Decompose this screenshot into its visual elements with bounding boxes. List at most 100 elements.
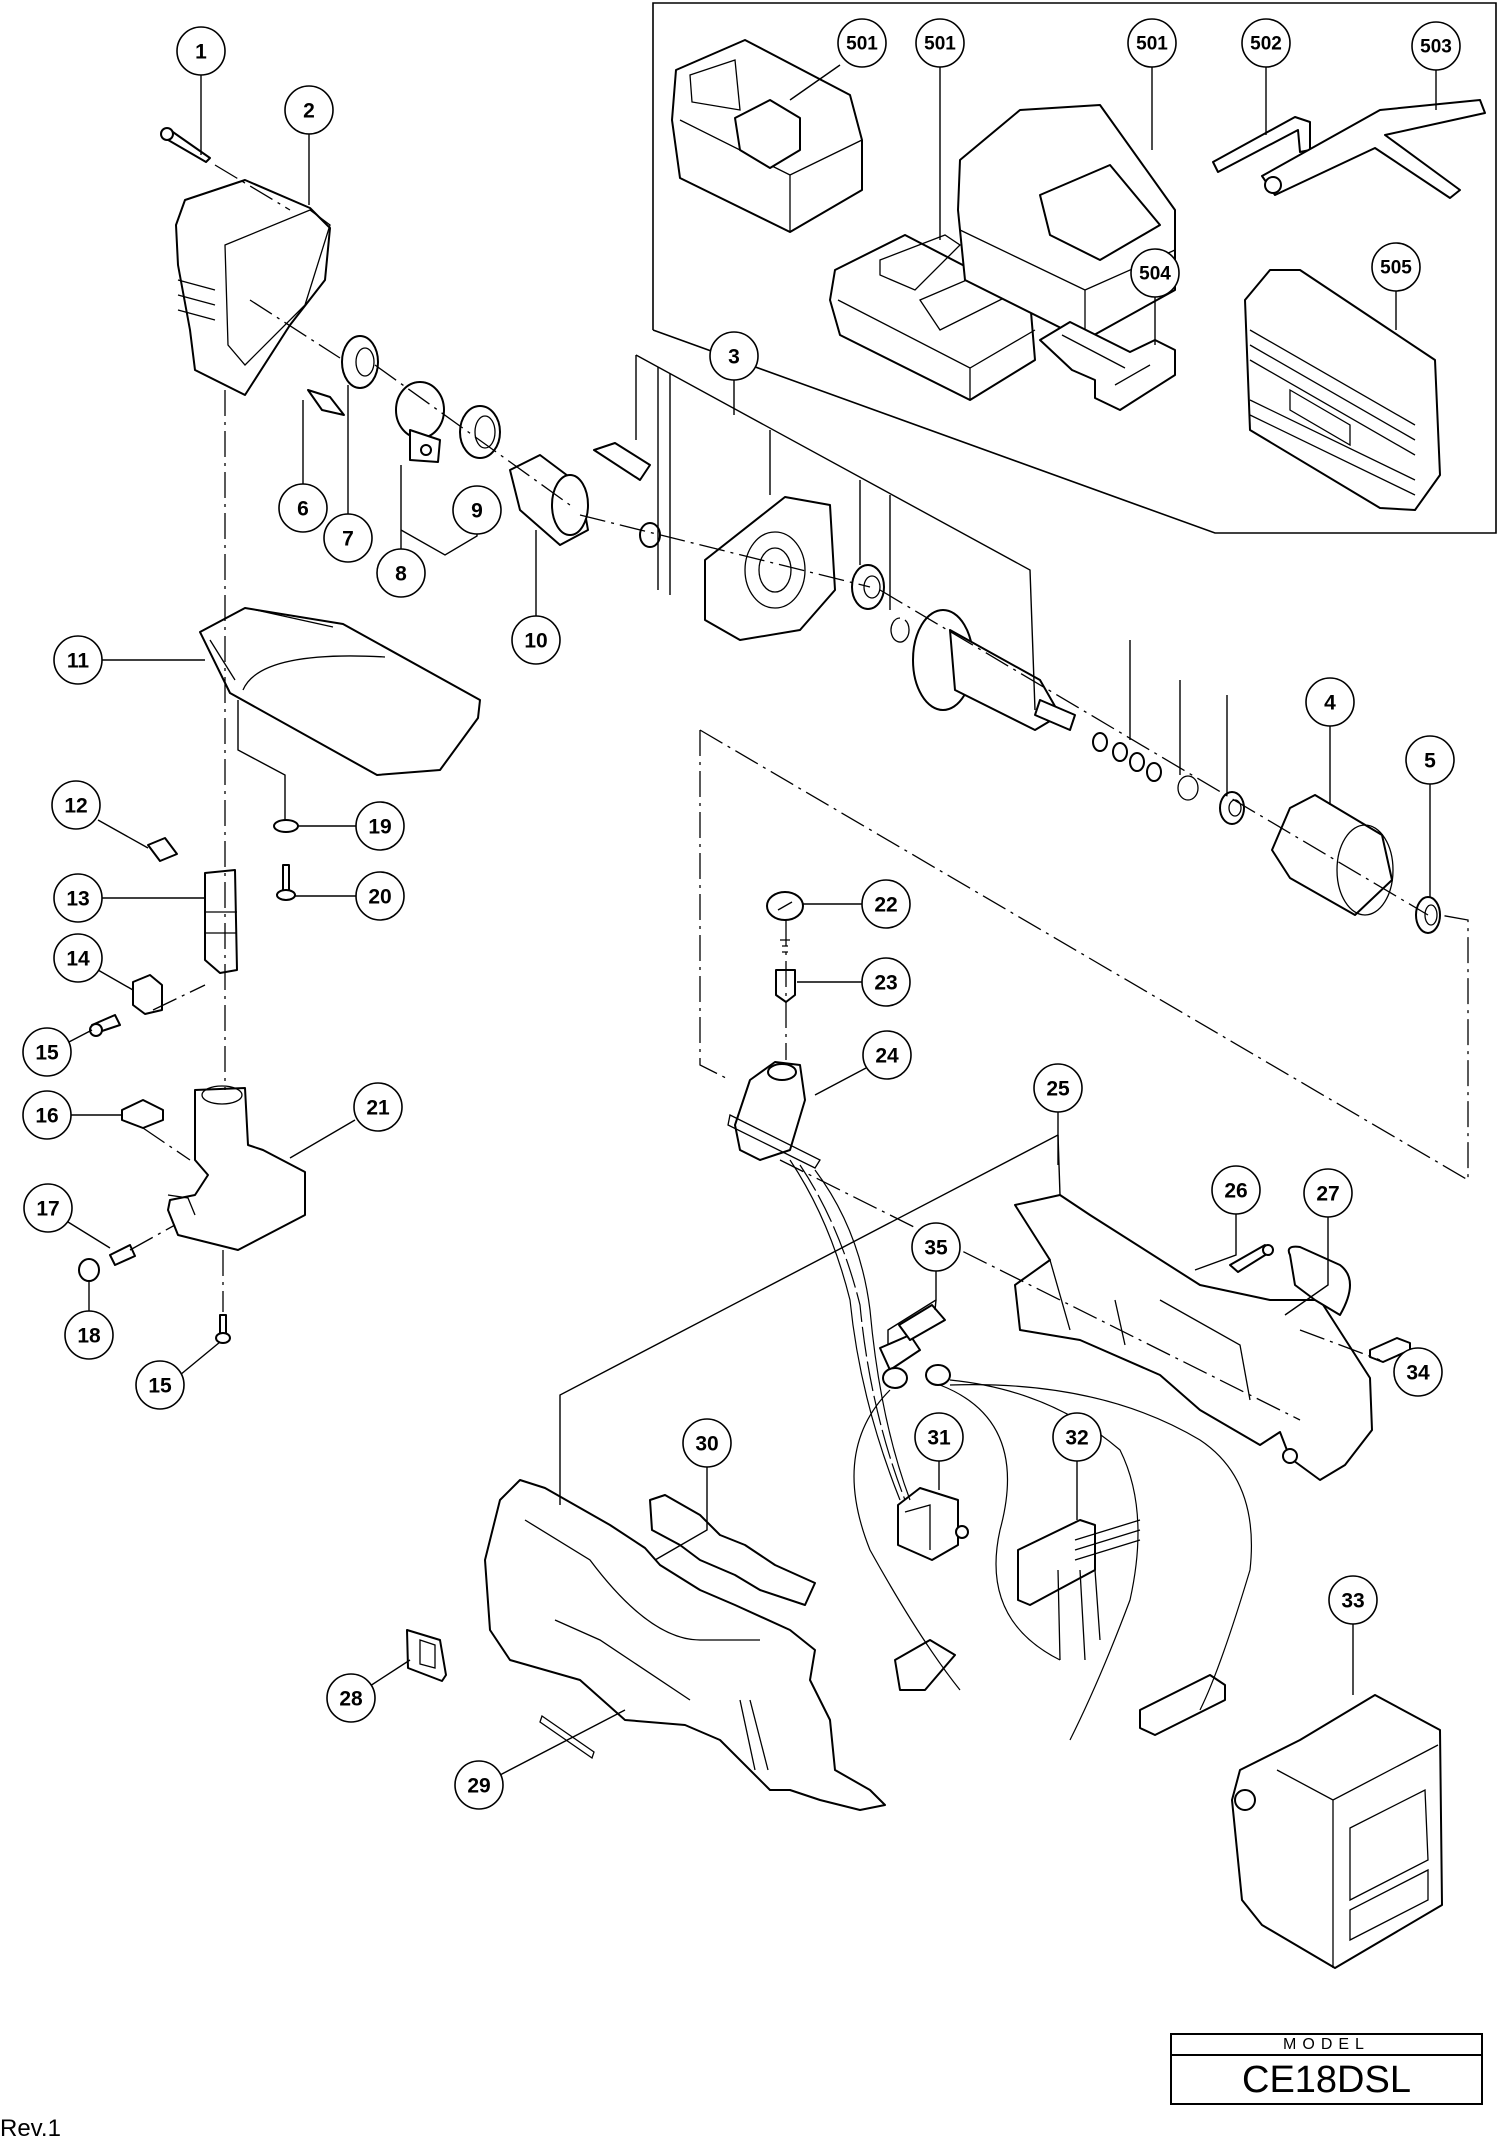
svg-text:27: 27 (1316, 1183, 1339, 1206)
callout-33: 33 (1328, 1575, 1378, 1625)
gear-shaft-icon (509, 454, 589, 546)
callout-2: 2 (284, 85, 334, 135)
washer-icon (1092, 732, 1199, 801)
svg-text:29: 29 (467, 1775, 490, 1798)
svg-text:15: 15 (148, 1375, 172, 1398)
callout-15: 15 (22, 1027, 72, 1077)
svg-text:501: 501 (846, 34, 878, 55)
svg-text:502: 502 (1250, 34, 1282, 55)
callout-34: 34 (1393, 1347, 1443, 1397)
revision-label: Rev.1 (0, 2115, 61, 2142)
screw-icon (215, 1314, 231, 1344)
callout-505: 505 (1371, 242, 1421, 292)
callout-20: 20 (355, 871, 405, 921)
model-number: CE18DSL (1242, 2059, 1411, 2101)
callout-26: 26 (1211, 1165, 1261, 1215)
wiring-harness (789, 1159, 1253, 1741)
battery-icon (1231, 1694, 1443, 1969)
callout-501: 501 (1127, 18, 1177, 68)
label-icon (539, 1714, 595, 1760)
callout-503: 503 (1411, 21, 1461, 71)
callout-24: 24 (862, 1030, 912, 1080)
controller-icon (894, 1519, 1141, 1691)
model-title-block: MODEL CE18DSL (1170, 2033, 1483, 2105)
callout-35: 35 (911, 1222, 961, 1272)
svg-text:12: 12 (64, 795, 87, 818)
callout-22: 22 (861, 879, 911, 929)
svg-text:30: 30 (695, 1433, 718, 1456)
ball-bearing-icon (341, 335, 379, 389)
callout-27: 27 (1303, 1168, 1353, 1218)
pin-icon (307, 389, 345, 416)
blade-holder-icon (204, 869, 238, 974)
callout-21: 21 (353, 1082, 403, 1132)
needle-bearing-icon (459, 405, 501, 459)
svg-text:11: 11 (67, 650, 90, 673)
svg-text:18: 18 (77, 1325, 101, 1348)
callout-10: 10 (511, 615, 561, 665)
svg-text:34: 34 (1406, 1362, 1430, 1385)
svg-text:19: 19 (368, 816, 391, 839)
svg-text:16: 16 (35, 1105, 58, 1128)
callout-7: 7 (323, 513, 373, 563)
push-button-icon (406, 1629, 447, 1682)
callout-504: 504 (1130, 248, 1180, 298)
square-nut-icon (132, 974, 163, 1015)
callout-25: 25 (1033, 1063, 1083, 1113)
terminal-block-icon (1139, 1674, 1226, 1736)
handle-housing-icon (484, 1479, 886, 1811)
upper-blade-icon (199, 607, 481, 776)
screw-icon (276, 864, 296, 901)
svg-text:2: 2 (303, 100, 315, 123)
svg-text:5: 5 (1424, 750, 1436, 773)
callout-32: 32 (1052, 1412, 1102, 1462)
pin-icon (639, 522, 661, 548)
accessories-frame (652, 2, 1497, 534)
armature-icon (912, 609, 1076, 731)
svg-text:17: 17 (36, 1198, 59, 1221)
eccentric-bush-icon (395, 381, 445, 463)
svg-text:28: 28 (339, 1688, 363, 1711)
pinion-icon (593, 442, 651, 481)
svg-text:9: 9 (471, 500, 483, 523)
callout-16: 16 (22, 1090, 72, 1140)
screw-icon (89, 1014, 121, 1037)
callout-14: 14 (53, 933, 103, 983)
tapping-screw-icon (1229, 1244, 1274, 1273)
lower-blade-icon (167, 1085, 306, 1251)
svg-text:503: 503 (1420, 37, 1452, 58)
callout-4: 4 (1305, 677, 1355, 727)
gear-cover-icon (175, 179, 331, 396)
brush-holder-icon (727, 1061, 821, 1169)
callout-3: 3 (709, 331, 759, 381)
callout-29: 29 (454, 1760, 504, 1810)
callout-9: 9 (452, 485, 502, 535)
tapping-screw-icon (160, 127, 211, 163)
washer-icon (273, 819, 299, 833)
brush-cap-icon (766, 891, 804, 921)
leader-lines (66, 64, 1437, 1776)
svg-text:504: 504 (1139, 264, 1171, 285)
svg-text:32: 32 (1065, 1427, 1088, 1450)
callout-13: 13 (53, 873, 103, 923)
square-nut-icon (121, 1099, 164, 1129)
callout-11: 11 (53, 635, 103, 685)
callout-18: 18 (64, 1310, 114, 1360)
callout-8: 8 (376, 548, 426, 598)
retaining-ring-icon (890, 617, 910, 643)
svg-text:1: 1 (195, 41, 207, 64)
pin-icon (147, 837, 178, 862)
callout-30: 30 (682, 1418, 732, 1468)
callout-15: 15 (135, 1360, 185, 1410)
svg-text:35: 35 (924, 1237, 948, 1260)
svg-text:505: 505 (1380, 258, 1412, 279)
model-label: MODEL (1172, 2035, 1481, 2056)
callout-23: 23 (861, 957, 911, 1007)
svg-text:33: 33 (1341, 1590, 1364, 1613)
svg-text:3: 3 (728, 346, 740, 369)
callout-6: 6 (278, 483, 328, 533)
svg-text:21: 21 (366, 1097, 390, 1120)
tail-cover-icon (1271, 794, 1394, 916)
callout-502: 502 (1241, 18, 1291, 68)
